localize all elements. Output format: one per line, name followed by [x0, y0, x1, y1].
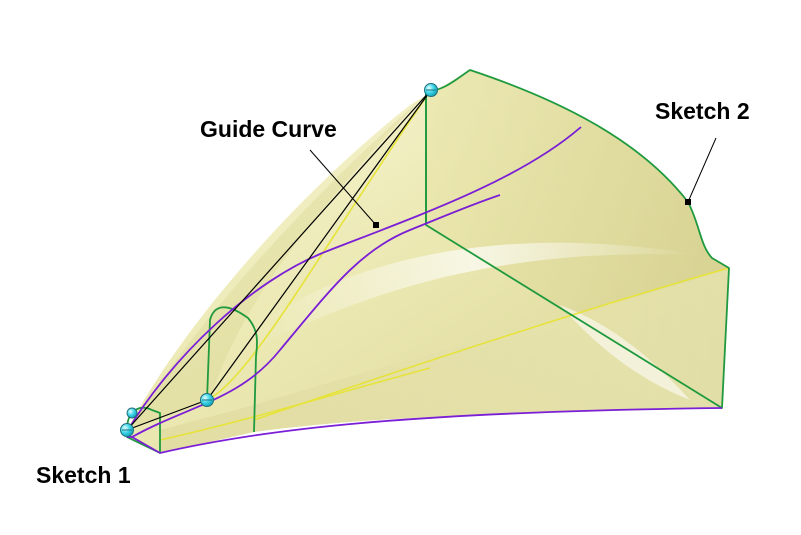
- mid-profile: [206, 306, 258, 433]
- bottom-face: [160, 268, 729, 453]
- surface-highlight: [250, 242, 700, 345]
- control-points[interactable]: [120, 83, 438, 437]
- sphere-handle-icon[interactable]: [126, 407, 138, 419]
- callout-guide-curve: Guide Curve: [200, 116, 379, 228]
- dot-icon: [373, 222, 379, 228]
- leader-line: [687, 137, 717, 203]
- construction-lines: [159, 89, 730, 441]
- sphere-handle-icon[interactable]: [120, 423, 134, 437]
- sphere-handle-icon[interactable]: [424, 83, 438, 97]
- control-lines: [126, 89, 432, 431]
- sketch-1-label: Sketch 1: [36, 462, 131, 488]
- guide-curve-label: Guide Curve: [200, 116, 337, 142]
- control-line-a: [126, 399, 208, 431]
- construction-line-1: [206, 89, 432, 401]
- control-line-b: [206, 89, 432, 401]
- sketch-2-label: Sketch 2: [655, 98, 750, 124]
- guide-curve-bottom: [159, 407, 723, 454]
- guide-curve-upper: [127, 126, 582, 431]
- callout-sketch-2: Sketch 2: [655, 98, 750, 205]
- dot-icon: [685, 199, 691, 205]
- callout-sketch-1: Sketch 1: [36, 462, 131, 488]
- sketch-2-outline: [425, 69, 730, 409]
- construction-line-3: [159, 367, 431, 441]
- guide-curve-sketch1: [127, 436, 161, 454]
- sphere-handle-icon[interactable]: [200, 393, 214, 407]
- control-line-c: [126, 89, 432, 431]
- leader-line: [309, 149, 377, 226]
